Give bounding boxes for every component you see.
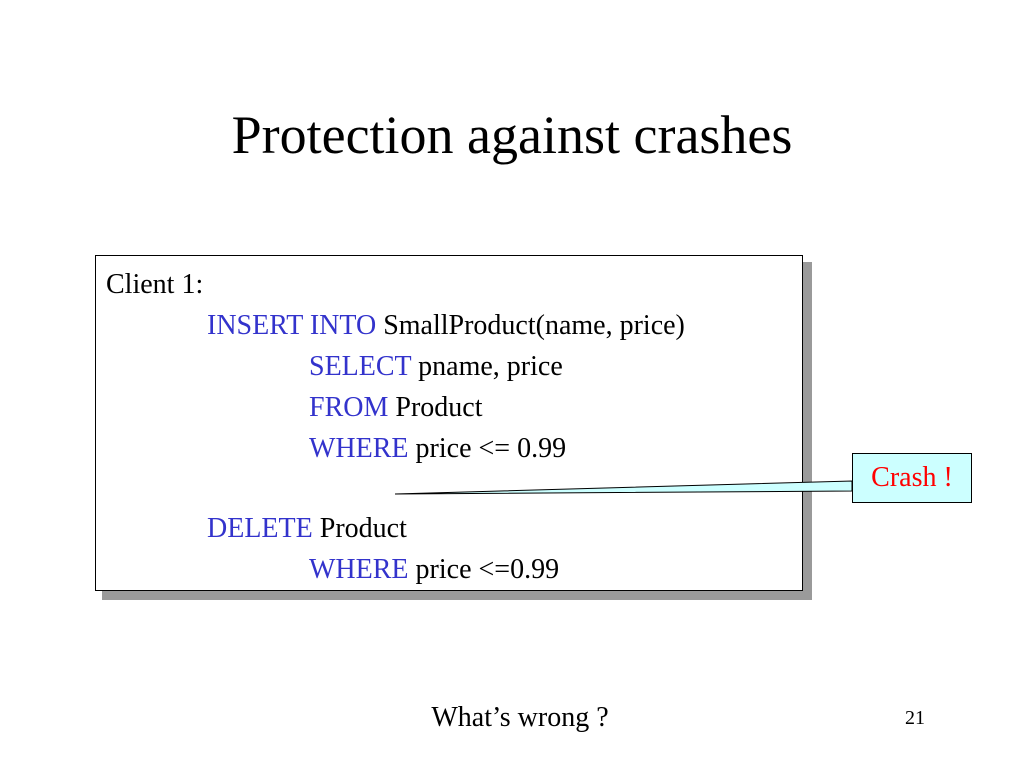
code-box: Client 1: INSERT INTO SmallProduct(name,… <box>95 255 803 591</box>
slide-title: Protection against crashes <box>231 105 793 165</box>
footer-question: What’s wrong ? <box>431 702 609 733</box>
select-clause: SELECT pname, price <box>309 350 563 384</box>
where-condition: price <=0.99 <box>408 554 560 585</box>
where-clause-delete: WHERE price <=0.99 <box>309 553 559 587</box>
delete-statement: DELETE Product <box>207 512 407 546</box>
select-columns: pname, price <box>411 351 563 382</box>
client-label: Client 1: <box>106 269 204 300</box>
page-number: 21 <box>905 707 925 729</box>
where-keyword: WHERE <box>309 554 409 585</box>
crash-callout: Crash ! <box>852 453 972 503</box>
insert-statement: INSERT INTO SmallProduct(name, price) <box>207 309 685 343</box>
delete-keyword: DELETE <box>207 513 313 544</box>
delete-table: Product <box>312 513 407 544</box>
from-table: Product <box>388 392 483 423</box>
where-condition: price <= 0.99 <box>408 433 567 464</box>
select-keyword: SELECT <box>309 351 412 382</box>
from-clause: FROM Product <box>309 391 482 425</box>
where-clause-select: WHERE price <= 0.99 <box>309 432 566 466</box>
from-keyword: FROM <box>309 392 389 423</box>
where-keyword: WHERE <box>309 433 409 464</box>
insert-target: SmallProduct(name, price) <box>376 310 685 341</box>
insert-keyword: INSERT INTO <box>207 310 377 341</box>
